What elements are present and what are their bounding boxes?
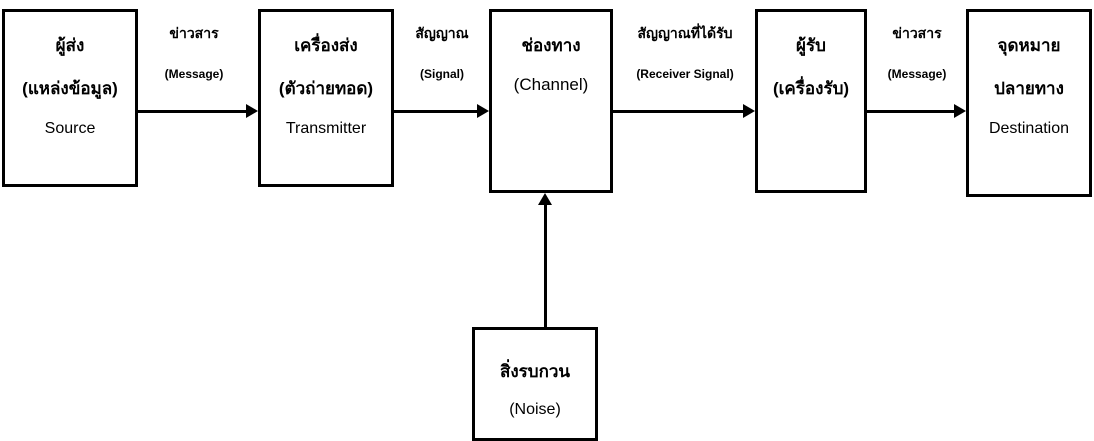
destination-english-label: Destination <box>988 120 1070 137</box>
signal-thai: สัญญาณ <box>415 25 469 41</box>
noise-english-label: (Noise) <box>509 401 561 418</box>
message-label-2: ข่าวสาร (Message) <box>868 23 966 81</box>
destination-thai-sublabel: ปลายทาง <box>994 79 1064 98</box>
received-signal-arrow <box>613 104 755 118</box>
message-arrow-2 <box>867 104 966 118</box>
channel-box: ช่องทาง (Channel) <box>489 9 613 193</box>
noise-arrow <box>538 193 552 327</box>
source-thai-label: ผู้ส่ง <box>55 36 85 55</box>
noise-thai-label: สิ่งรบกวน <box>499 362 571 381</box>
source-english-label: Source <box>44 120 96 137</box>
arrow-head-icon <box>954 104 966 118</box>
received-signal-english: (Receiver Signal) <box>636 67 734 81</box>
transmitter-thai-sublabel: (ตัวถ่ายทอด) <box>278 79 374 98</box>
receiver-thai-label: ผู้รับ <box>796 36 826 55</box>
signal-english: (Signal) <box>420 67 464 81</box>
message-thai-1: ข่าวสาร <box>169 25 219 41</box>
receiver-box: ผู้รับ (เครื่องรับ) <box>755 9 867 193</box>
transmitter-thai-label: เครื่องส่ง <box>294 36 358 55</box>
source-box: ผู้ส่ง (แหล่งข้อมูล) Source <box>2 9 138 187</box>
transmitter-english-label: Transmitter <box>285 120 367 137</box>
message-arrow-1 <box>138 104 258 118</box>
noise-box: สิ่งรบกวน (Noise) <box>472 327 598 441</box>
receiver-thai-sublabel: (เครื่องรับ) <box>772 79 850 98</box>
arrow-head-icon <box>246 104 258 118</box>
arrow-head-icon <box>477 104 489 118</box>
destination-box: จุดหมาย ปลายทาง Destination <box>966 9 1092 197</box>
arrow-head-icon <box>743 104 755 118</box>
message-thai-2: ข่าวสาร <box>892 25 942 41</box>
destination-thai-label: จุดหมาย <box>997 36 1061 55</box>
received-signal-thai: สัญญาณที่ได้รับ <box>637 25 733 41</box>
message-english-1: (Message) <box>164 67 224 81</box>
message-english-2: (Message) <box>887 67 947 81</box>
source-thai-sublabel: (แหล่งข้อมูล) <box>22 79 118 98</box>
received-signal-label: สัญญาณที่ได้รับ (Receiver Signal) <box>612 23 758 81</box>
channel-thai-label: ช่องทาง <box>521 36 581 55</box>
arrow-head-up-icon <box>538 193 552 205</box>
signal-arrow <box>394 104 489 118</box>
channel-english-label: (Channel) <box>513 75 589 94</box>
transmitter-box: เครื่องส่ง (ตัวถ่ายทอด) Transmitter <box>258 9 394 187</box>
signal-label: สัญญาณ (Signal) <box>396 23 488 81</box>
message-label-1: ข่าวสาร (Message) <box>140 23 248 81</box>
